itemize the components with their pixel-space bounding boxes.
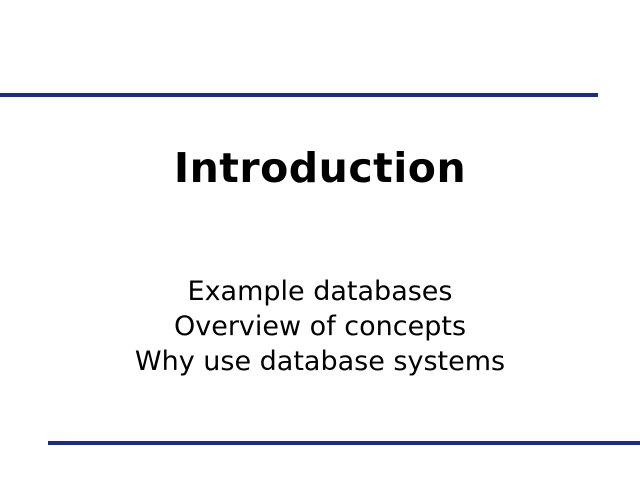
bullet-line-1: Example databases <box>187 276 453 307</box>
title-top-divider <box>0 93 598 97</box>
slide-bullet-list: Example databases Overview of concepts W… <box>0 274 640 379</box>
slide-title: Introduction <box>173 144 467 192</box>
bullet-line-2: Overview of concepts <box>173 311 467 342</box>
bullet-line-3: Why use database systems <box>134 346 506 377</box>
footer-bottom-divider <box>48 441 640 445</box>
